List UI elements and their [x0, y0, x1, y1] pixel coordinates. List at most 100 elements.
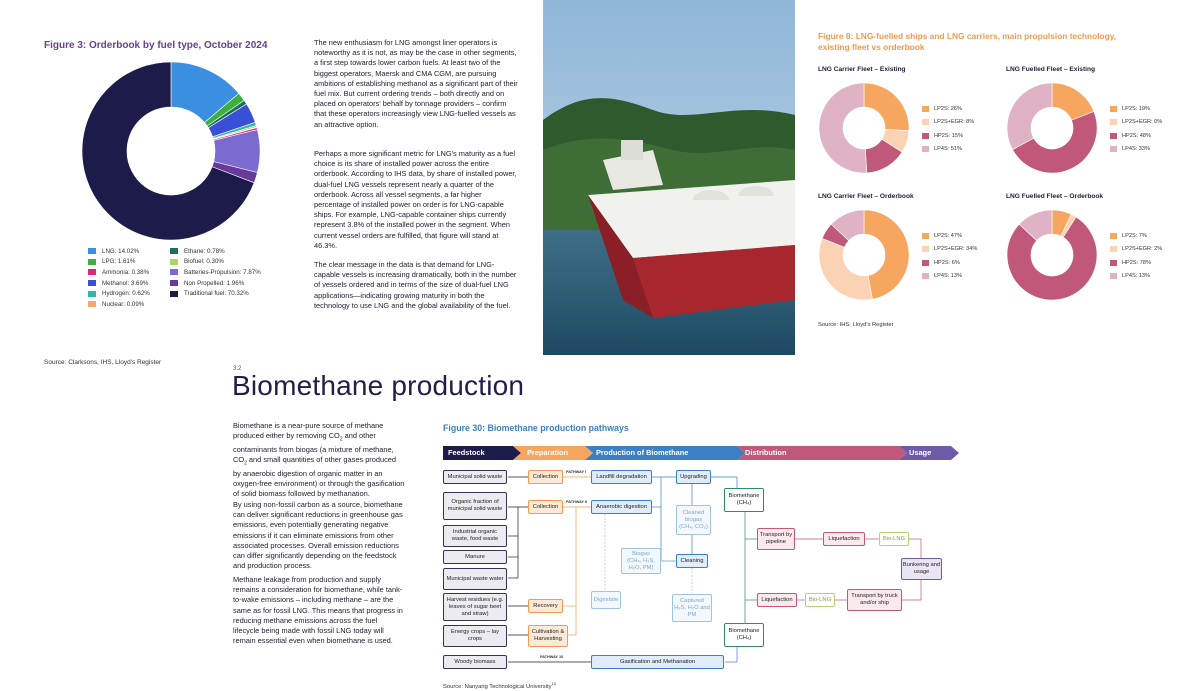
section-title: Biomethane production	[232, 370, 525, 401]
figure3-legend-left-item-4: Hydrogen: 0.62%	[88, 288, 150, 299]
figure3-legend-right-item-0: Ethane: 0.78%	[170, 246, 261, 257]
figure8-legend-3-swatch-3	[1110, 273, 1117, 280]
figure8-title-line1: Figure 8: LNG-fuelled ships and LNG carr…	[818, 31, 1117, 41]
figure3-legend-right-label-0: Ethane: 0.78%	[184, 247, 225, 255]
dist-biomethane-2: Biomethane(CH₄)	[724, 623, 764, 647]
figure3-legend-right-item-3: Non Propelled: 1.96%	[170, 278, 261, 289]
feedstock-manure: Manure	[443, 550, 507, 564]
figure8-legend-0-label-3: LP4S: 51%	[934, 146, 962, 153]
figure3-legend-left-swatch-1	[88, 258, 96, 265]
pathway-2-label: PATHWAY II	[566, 500, 588, 504]
figure3-legend-left-label-3: Methanol: 3.69%	[102, 279, 149, 287]
figure3-legend-left-swatch-4	[88, 290, 96, 297]
feedstock-municipal-solid-waste: Municipal solid waste	[443, 470, 507, 484]
prep-recovery: Recovery	[528, 599, 563, 613]
figure8-legend-2-label-2: HP2S: 6%	[934, 259, 960, 266]
figure8-legend-2-swatch-0	[922, 232, 929, 239]
figure8-legend-3-swatch-2	[1110, 259, 1117, 266]
figure8-legend-3-label-1: LP2S+EGR: 2%	[1122, 246, 1163, 253]
figure8-legend-2-item-1: LP2S+EGR: 34%	[922, 243, 977, 257]
figure8-legend-2-swatch-3	[922, 273, 929, 280]
prod-anaerobic-digestion: Anaerobic digestion	[591, 500, 652, 514]
figure3-legend-left-label-5: Nuclear: 0.09%	[102, 300, 145, 308]
figure8-legend-1-item-3: LP4S: 33%	[1110, 143, 1162, 157]
figure30-source: Source: Nanyang Technological University…	[443, 681, 556, 690]
figure8-legend-1-label-3: LP4S: 33%	[1122, 146, 1150, 153]
figure8-legend-3-swatch-0	[1110, 232, 1117, 239]
figure3-legend-right-swatch-1	[170, 258, 178, 265]
dist-bio-lng-1: Bio-LNG	[879, 532, 909, 546]
usage-bunkering: Bunkering and usage	[901, 558, 942, 580]
dist-liquefaction-1: Liquefaction	[823, 532, 865, 546]
figure8-legend-2-label-1: LP2S+EGR: 34%	[934, 246, 978, 253]
dist-transport-truck-ship: Transport by truck and/or ship	[847, 589, 902, 611]
figure3-legend-left-swatch-0	[88, 248, 96, 255]
figure8-legend-1-label-2: HP2S: 48%	[1122, 132, 1151, 139]
figure8-legend-0-label-1: LP2S+EGR: 8%	[934, 119, 975, 126]
figure8-donut-1	[1006, 82, 1098, 174]
stage-distribution: Distribution	[745, 448, 787, 457]
figure8-chart-title-3: LNG Fuelled Fleet – Orderbook	[1006, 193, 1104, 200]
figure8-legend-0-item-0: LP2S: 26%	[922, 102, 974, 116]
feedstock-municipal-waste-water: Municipal waste water	[443, 568, 507, 590]
figure3-legend-right-swatch-4	[170, 290, 178, 297]
prod-cleaned-biogas: Cleaned biogas(CH₄, CO₂)	[676, 505, 711, 535]
figure3-legend-right-label-2: Batteries-Propulsion: 7.87%	[184, 268, 261, 276]
figure3-legend-left-item-2: Ammonia: 0.38%	[88, 267, 150, 278]
article-paragraph-1: The new enthusiasm for LNG amongst liner…	[314, 38, 518, 129]
prod-gasification: Gasification and Methanation	[591, 655, 724, 669]
figure8-title-line2: existing fleet vs orderbook	[818, 42, 925, 52]
prod-digestate: Digestate	[591, 591, 621, 609]
figure8-legend-3-item-3: LP4S: 13%	[1110, 270, 1162, 284]
figure3-legend-left-label-0: LNG: 14.02%	[102, 247, 140, 255]
dist-bio-lng-2: Bio-LNG	[805, 593, 835, 607]
figure3-legend-right-label-3: Non Propelled: 1.96%	[184, 279, 245, 287]
figure8-legend-2-item-2: HP2S: 6%	[922, 256, 977, 270]
figure3-legend-right-item-2: Batteries-Propulsion: 7.87%	[170, 267, 261, 278]
figure3-legend-right-swatch-0	[170, 248, 178, 255]
figure8-legend-2-label-3: LP4S: 13%	[934, 273, 962, 280]
prep-cultivation: Cultivation & Harvesting	[528, 625, 568, 647]
stage-usage: Usage	[909, 448, 932, 457]
figure8-legend-3-item-1: LP2S+EGR: 2%	[1110, 243, 1162, 257]
article-paragraph-2: Perhaps a more significant metric for LN…	[314, 149, 517, 250]
section-paragraph-1: Biomethane is a near-pure source of meth…	[233, 421, 405, 499]
figure8-legend-3-item-0: LP2S: 7%	[1110, 229, 1162, 243]
dist-transport-pipeline: Transport by pipeline	[757, 528, 795, 550]
figure3-legend-left-label-2: Ammonia: 0.38%	[102, 268, 150, 276]
lng-carrier-photo	[543, 0, 795, 355]
figure3-legend-left-item-5: Nuclear: 0.09%	[88, 299, 150, 310]
figure3-legend-left: LNG: 14.02%LPG: 1.61%Ammonia: 0.38%Metha…	[88, 246, 150, 310]
figure3-legend-right-swatch-2	[170, 269, 178, 276]
figure8-chart-title-1: LNG Fuelled Fleet – Existing	[1006, 66, 1096, 73]
figure8-legend-2: LP2S: 47%LP2S+EGR: 34%HP2S: 6%LP4S: 13%	[922, 229, 977, 283]
figure8-legend-0-swatch-2	[922, 132, 929, 139]
figure3-legend-left-item-0: LNG: 14.02%	[88, 246, 150, 257]
feedstock-energy-crops: Energy crops – lay crops	[443, 625, 507, 647]
figure8-legend-0-swatch-1	[922, 119, 929, 126]
figure8-legend-1-item-1: LP2S+EGR: 0%	[1110, 116, 1162, 130]
figure8-donut-3	[1006, 209, 1098, 301]
figure8-donut-1-slice-2	[1012, 111, 1098, 174]
figure8-legend-3-label-2: HP2S: 78%	[1122, 259, 1151, 266]
figure8-legend-1-item-2: HP2S: 48%	[1110, 129, 1162, 143]
figure8-donut-2-slice-3	[830, 209, 865, 242]
figure8-legend-0-item-3: LP4S: 51%	[922, 143, 974, 157]
figure8-chart-title-0: LNG Carrier Fleet – Existing	[818, 66, 906, 73]
feedstock-industrial-organic-waste: Industrial organic waste, food waste	[443, 525, 507, 547]
figure8-legend-1-swatch-1	[1110, 119, 1117, 126]
figure8-donut-0-slice-0	[863, 82, 910, 132]
feedstock-harvest-residues: Harvest residues (e.g. leaves of sugar b…	[443, 593, 507, 621]
figure8-legend-2-swatch-1	[922, 246, 929, 253]
figure8-donut-1-slice-3	[1006, 82, 1053, 151]
section-paragraph-2: By using non-fossil carbon as a source, …	[233, 500, 403, 571]
figure8-donut-2-slice-1	[818, 238, 873, 301]
figure8-legend-1-swatch-2	[1110, 132, 1117, 139]
figure8-legend-3-swatch-1	[1110, 246, 1117, 253]
figure8-legend-0-swatch-0	[922, 105, 929, 112]
figure8-donut-3-slice-3	[1018, 209, 1053, 242]
figure3-legend-right-label-4: Traditional fuel: 70.32%	[184, 290, 249, 298]
stage-production: Production of Biomethane	[596, 448, 689, 457]
figure3-legend-left-item-3: Methanol: 3.69%	[88, 278, 150, 289]
